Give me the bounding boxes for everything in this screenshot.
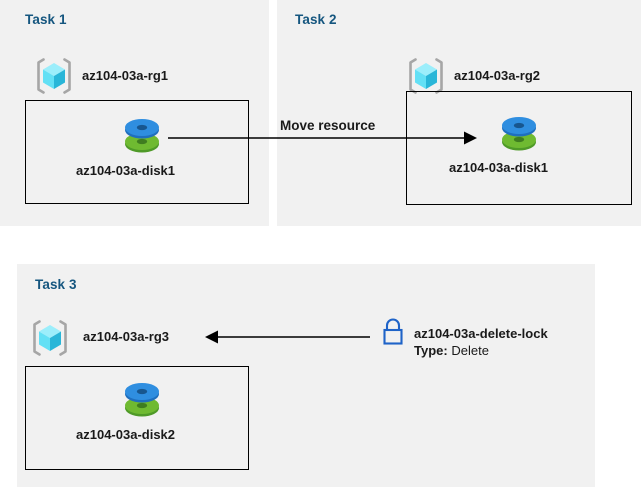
task-panel-task2 (277, 0, 641, 226)
resource-label-disk1-task2: az104-03a-disk1 (449, 160, 549, 175)
managed-disk-icon (496, 112, 542, 156)
resource-container-task3 (25, 366, 249, 470)
resource-container-task1 (25, 100, 249, 204)
lock-label: az104-03a-delete-lock (414, 326, 548, 341)
task-title-task3: Task 3 (35, 277, 77, 292)
task-panel-task3 (17, 264, 595, 487)
lock-type-key: Type: (414, 343, 448, 358)
resource-container-task2 (406, 91, 632, 205)
task-title-task1: Task 1 (25, 12, 67, 27)
lock-type-value: Delete (451, 343, 489, 358)
resource-group-label-rg1: az104-03a-rg1 (82, 68, 168, 83)
resource-label-disk2-task3: az104-03a-disk2 (76, 427, 176, 442)
resource-group-icon (406, 56, 446, 96)
lock-applies-arrow (205, 330, 370, 344)
task-title-task2: Task 2 (295, 12, 337, 27)
resource-group-label-rg2: az104-03a-rg2 (454, 68, 540, 83)
move-resource-label: Move resource (280, 118, 376, 133)
managed-disk-icon (119, 378, 165, 422)
lock-icon (380, 317, 406, 347)
lock-type-row: Type: Delete (414, 343, 489, 358)
task-panel-task1 (0, 0, 269, 226)
resource-group-label-rg3: az104-03a-rg3 (83, 329, 169, 344)
move-resource-arrow (168, 131, 477, 145)
managed-disk-icon (119, 114, 165, 158)
resource-group-icon (30, 318, 70, 358)
resource-group-icon (34, 56, 74, 96)
resource-label-disk1-task1: az104-03a-disk1 (76, 163, 176, 178)
